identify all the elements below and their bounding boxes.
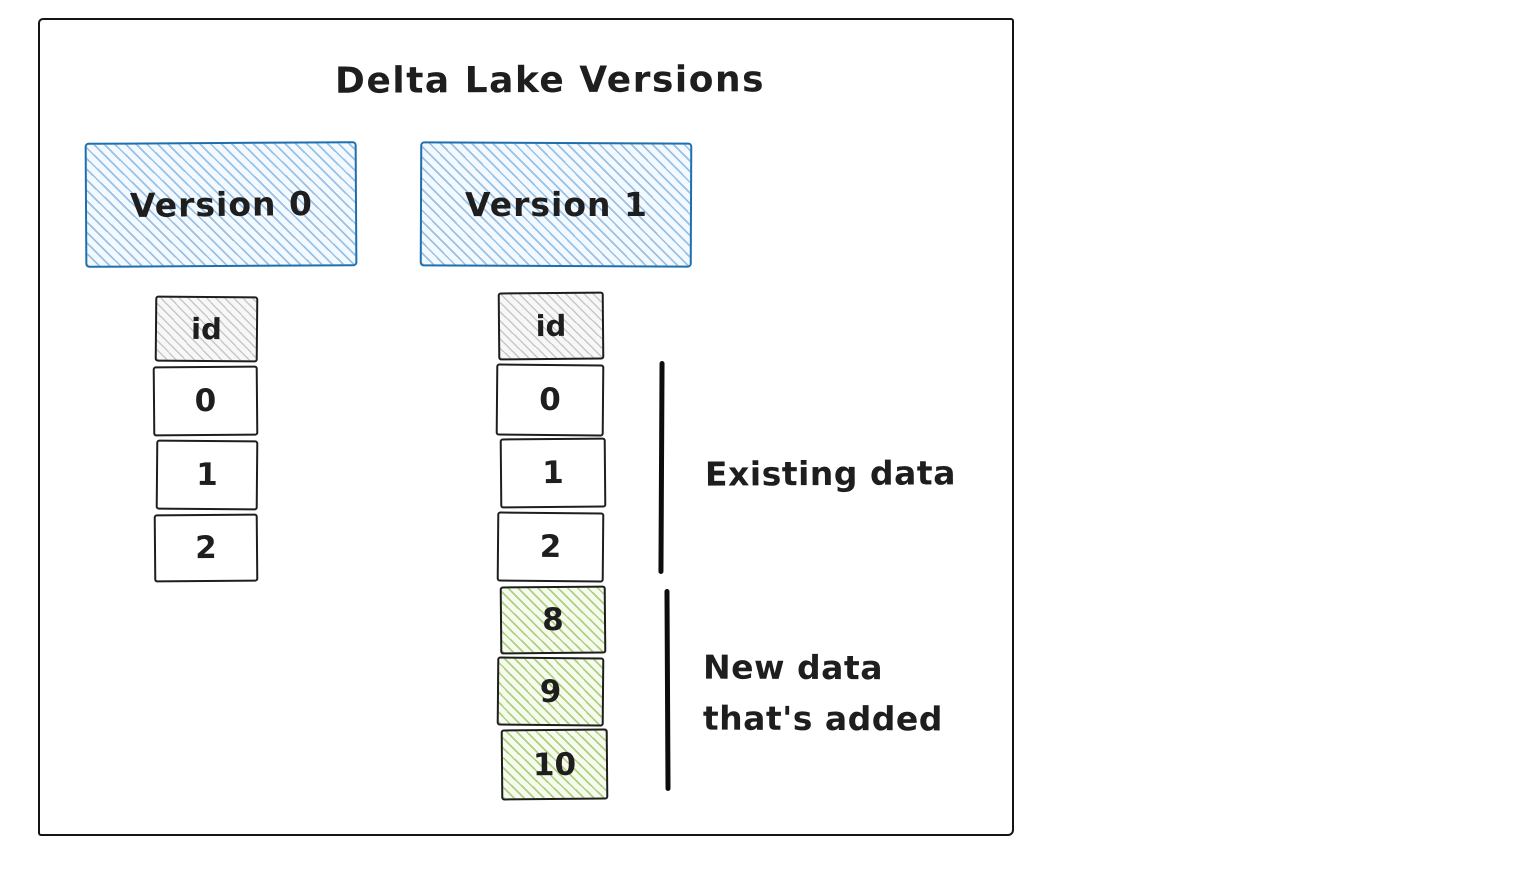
version-0-row-cell: 2	[153, 513, 259, 583]
new-data-label-line2: that's added	[702, 698, 944, 739]
version-1-existing-row-cell: 0	[495, 363, 605, 437]
version-0-box: Version 0	[84, 141, 358, 268]
version-1-new-row-cell: 10	[500, 728, 609, 801]
version-1-new-row-cell: 8	[499, 585, 607, 655]
version-1-id-header-cell: id	[497, 291, 605, 361]
diagram-title: Delta Lake Versions	[334, 59, 766, 102]
version-1-label: Version 1	[464, 184, 648, 225]
version-1-existing-row-cell: 1	[499, 437, 607, 509]
existing-data-annotation: Existing data	[705, 447, 956, 499]
version-0-row-cell: 0	[152, 365, 259, 437]
version-1-new-row-cell: 9	[496, 656, 605, 727]
existing-data-label: Existing data	[704, 453, 957, 494]
new-data-label-line1: New data	[703, 647, 884, 688]
version-0-row-cell: 1	[155, 439, 259, 511]
version-1-existing-row-cell: 2	[496, 511, 605, 583]
new-data-annotation: New data that's added	[703, 642, 943, 745]
version-0-id-header-cell: id	[154, 295, 259, 363]
version-1-box: Version 1	[419, 141, 693, 268]
version-0-label: Version 0	[129, 183, 313, 226]
